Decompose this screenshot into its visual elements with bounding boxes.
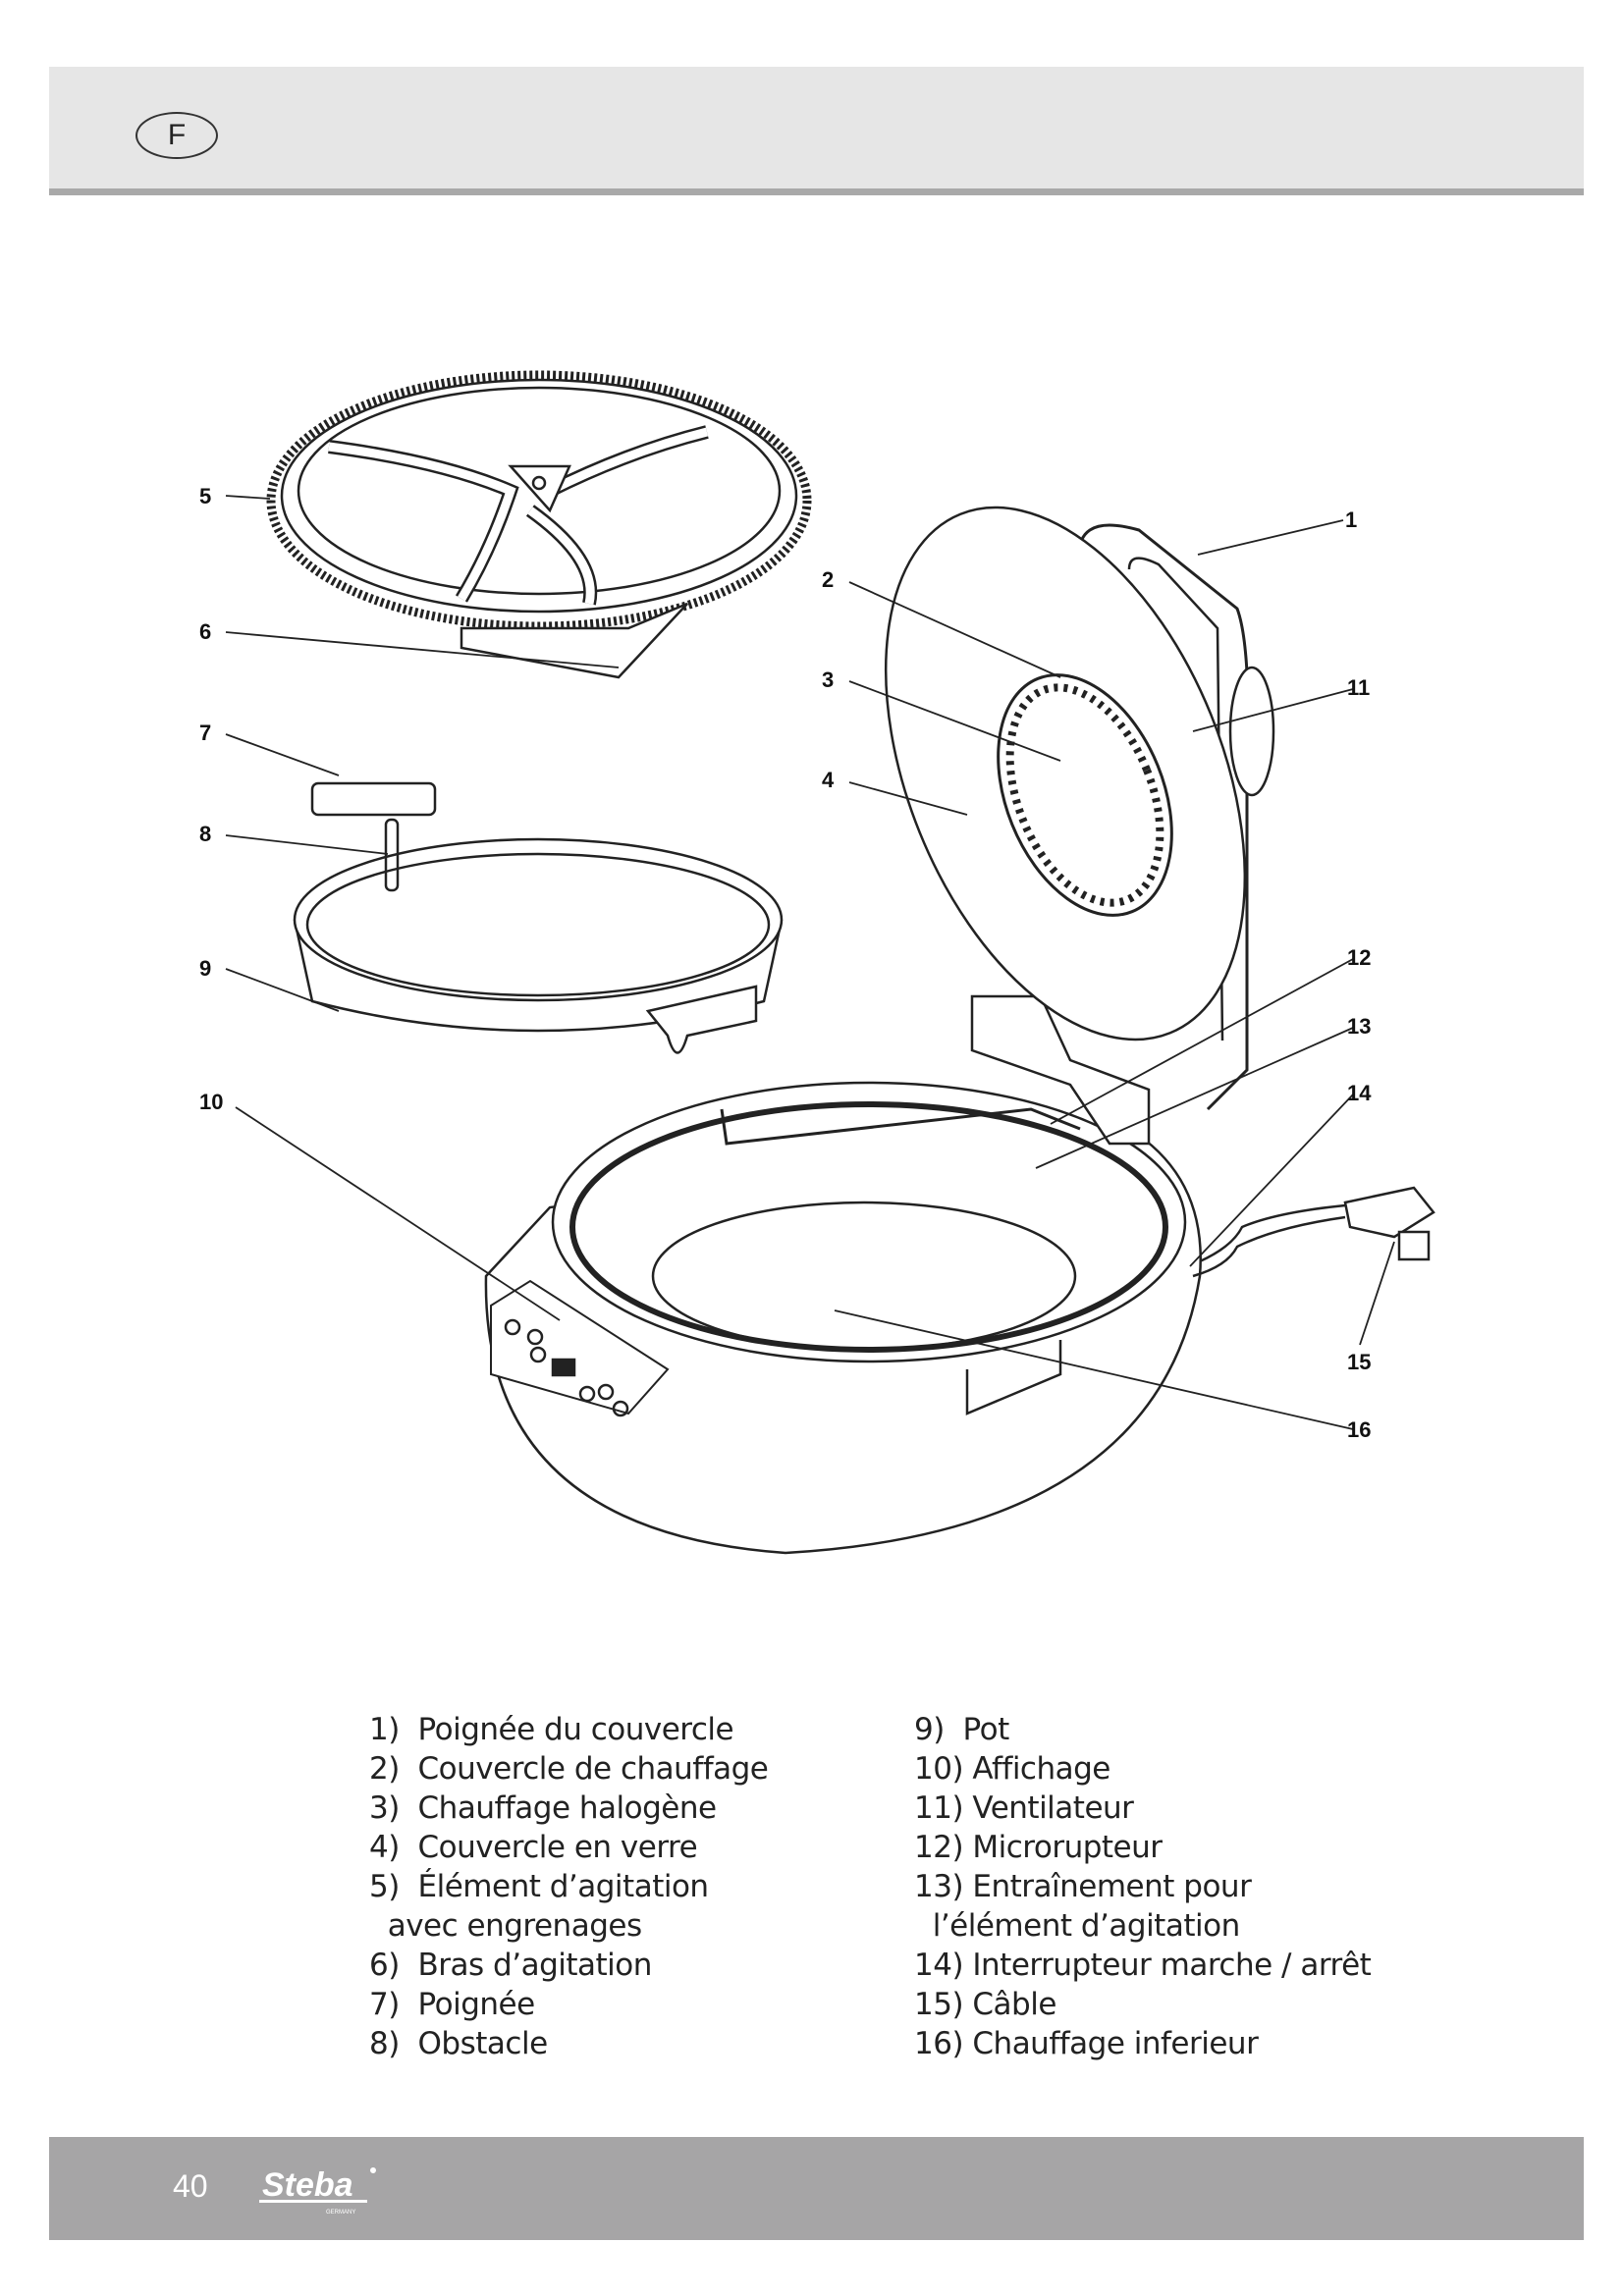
legend-item: 13) Entraînement pour [914,1869,1252,1904]
callout-14: 14 [1347,1081,1372,1105]
page-header: F [49,67,1584,195]
legend-item: 7) Poignée [369,1987,535,2022]
legend-item: 16) Chauffage inferieur [914,2026,1259,2061]
steba-logo: Steba GERMANY [259,2166,376,2216]
callout-5: 5 [199,484,211,508]
callout-6: 6 [199,619,211,644]
legend-item: 9) Pot [914,1712,1009,1747]
callout-numbers: 1 2 3 4 5 6 7 8 9 10 11 12 13 14 15 16 [199,484,1372,1442]
legend-item: 3) Chauffage halogène [369,1790,717,1826]
legend-item: 11) Ventilateur [914,1790,1134,1826]
callout-4: 4 [822,768,835,792]
callout-11: 11 [1347,675,1370,700]
callout-16: 16 [1347,1417,1371,1442]
legend-item: 5) Élément d’agitation [369,1869,709,1904]
callout-15: 15 [1347,1350,1371,1374]
callout-leader-lines [225,495,1395,1430]
callout-8: 8 [199,822,211,846]
glass-lid [884,506,1247,1041]
legend-item: 14) Interrupteur marche / arrêt [914,1948,1372,1983]
legend-item: 1) Poignée du couvercle [369,1712,734,1747]
callout-2: 2 [822,567,834,592]
callout-9: 9 [199,956,211,981]
parts-legend-right: 9) Pot 10) Affichage 11) Ventilateur 12)… [914,1710,1372,2063]
brand-name: Steba [262,2166,353,2204]
legend-item: l’élément d’agitation [914,1908,1241,1944]
power-cable [1192,1186,1435,1278]
stirring-element-disc [266,370,812,679]
legend-item: 4) Couvercle en verre [369,1830,698,1865]
parts-legend-left: 1) Poignée du couvercle 2) Couvercle de … [369,1710,769,2063]
legend-item: avec engrenages [369,1908,642,1944]
page-footer: 40 Steba GERMANY [49,2137,1584,2240]
brand-subtitle: GERMANY [326,2210,355,2216]
legend-item: 10) Affichage [914,1751,1110,1787]
page-number: 40 [173,2168,208,2204]
lid-handle [970,523,1275,1146]
callout-7: 7 [199,721,211,745]
callout-13: 13 [1347,1014,1371,1039]
appliance-exploded-diagram: 1 2 3 4 5 6 7 8 9 10 11 12 13 14 15 16 [199,370,1435,1555]
callout-1: 1 [1345,507,1357,532]
language-badge: F [135,112,218,159]
legend-item: 6) Bras d’agitation [369,1948,652,1983]
legend-item: 15) Câble [914,1987,1056,2022]
legend-item: 2) Couvercle de chauffage [369,1751,769,1787]
callout-12: 12 [1347,945,1371,970]
callout-3: 3 [822,667,834,692]
callout-10: 10 [199,1090,223,1114]
legend-item: 12) Microrupteur [914,1830,1163,1865]
base-unit [484,1081,1202,1555]
pot [293,781,784,1054]
legend-item: 8) Obstacle [369,2026,548,2061]
